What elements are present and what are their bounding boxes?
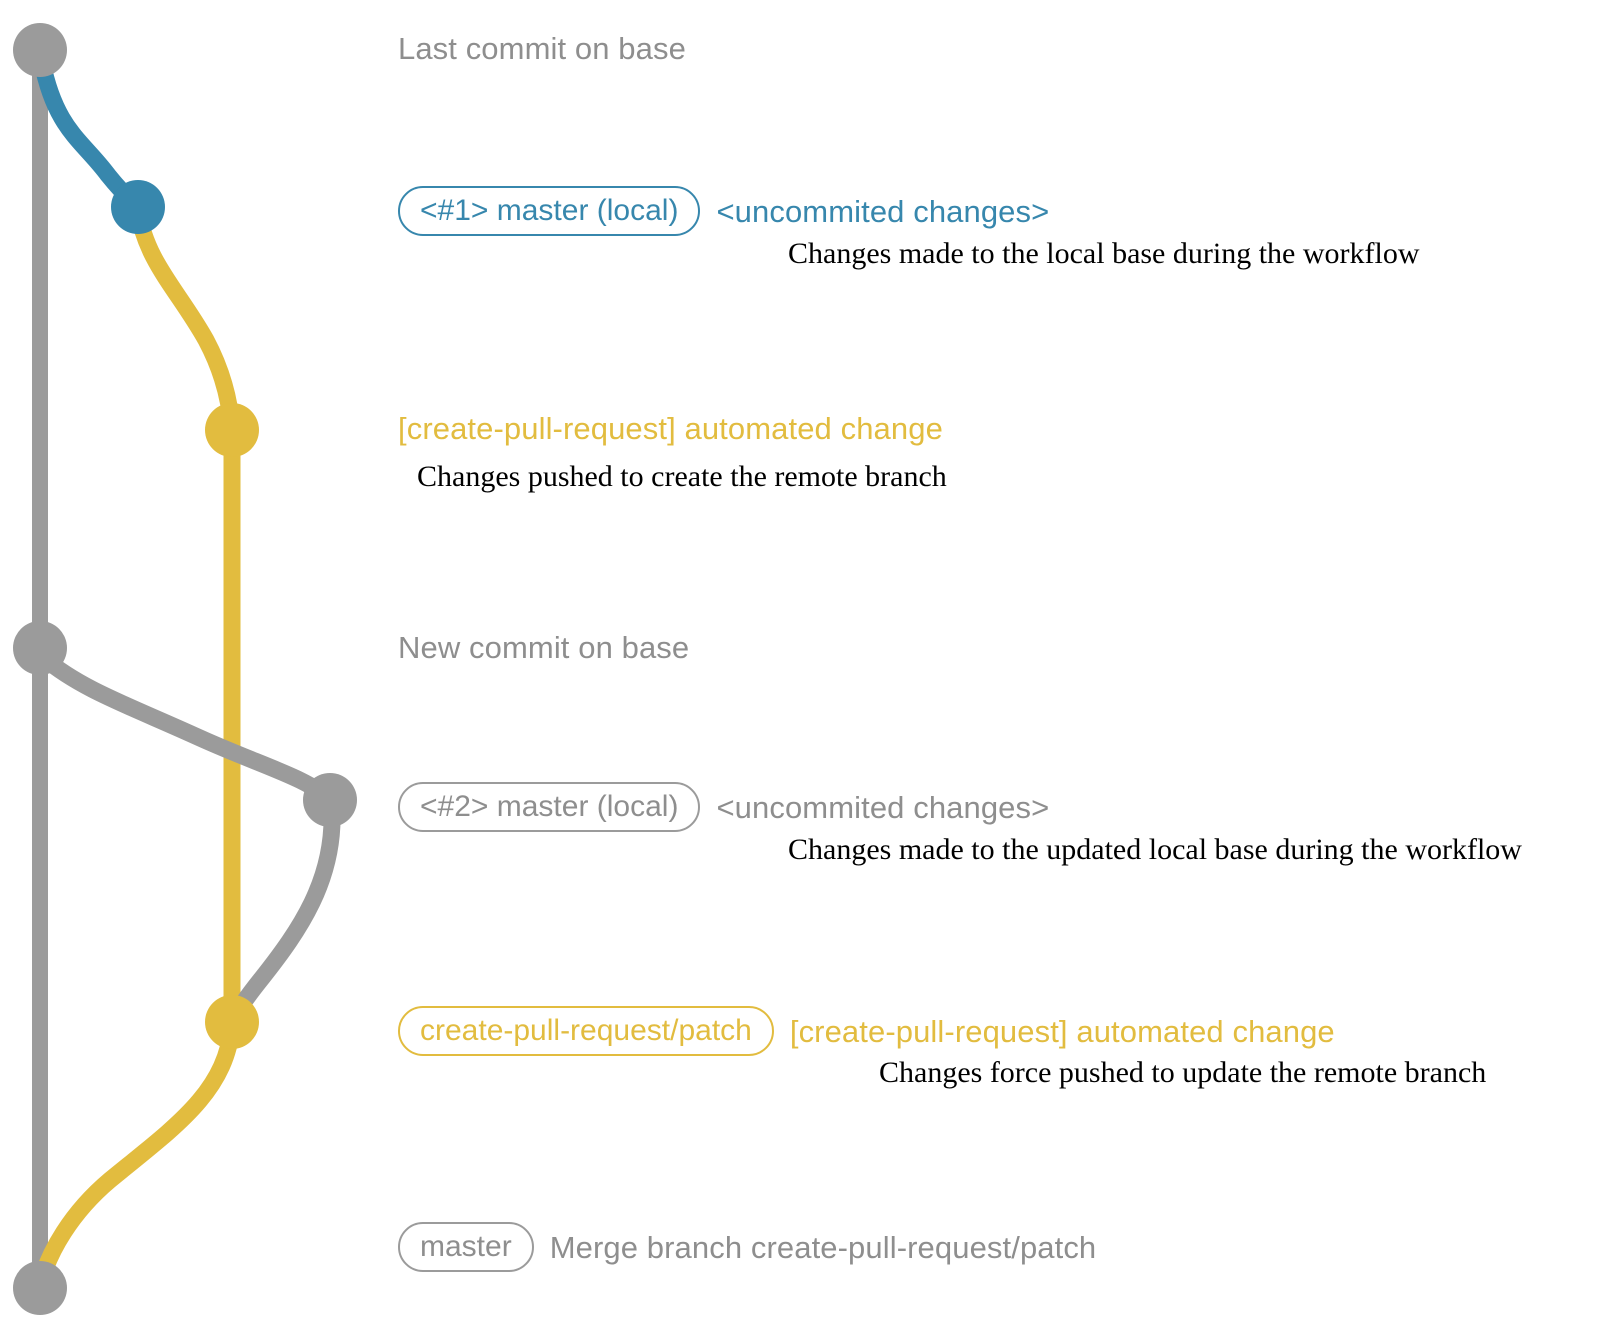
commit-node-patch-1[interactable] bbox=[205, 403, 259, 457]
ref-badge-master[interactable]: master bbox=[398, 1222, 534, 1272]
edge-local-1-to-patch-1 bbox=[129, 201, 241, 439]
commit-message-merge: Merge branch create-pull-request/patch bbox=[549, 1229, 1097, 1265]
commit-node-patch-2[interactable] bbox=[205, 995, 259, 1049]
commit-node-local-1[interactable] bbox=[111, 180, 165, 234]
commit-note-automated-2: Changes force pushed to update the remot… bbox=[879, 1056, 1487, 1089]
commit-note-automated-1: Changes pushed to create the remote bran… bbox=[417, 460, 947, 493]
edge-base-mid-to-local-2 bbox=[35, 649, 339, 809]
commit-message-last-commit: Last commit on base bbox=[398, 31, 686, 66]
commit-row-local-1: <#1> master (local) <uncommited changes> bbox=[398, 186, 1049, 236]
ref-badge-master-local-1[interactable]: <#1> master (local) bbox=[398, 186, 701, 236]
commit-node-base-top[interactable] bbox=[13, 23, 67, 77]
edge-patch-2-to-base-bottom bbox=[31, 1017, 241, 1295]
commit-message-local-1: <uncommited changes> bbox=[716, 193, 1050, 229]
commit-row-local-2: <#2> master (local) <uncommited changes> bbox=[398, 782, 1049, 832]
commit-note-local-2: Changes made to the updated local base d… bbox=[788, 833, 1522, 866]
commit-note-local-1: Changes made to the local base during th… bbox=[788, 237, 1420, 270]
commit-row-merge: master Merge branch create-pull-request/… bbox=[398, 1222, 1096, 1272]
commit-node-local-2[interactable] bbox=[303, 773, 357, 827]
commit-row-automated-1: [create-pull-request] automated change bbox=[398, 413, 943, 444]
commit-message-new-commit: New commit on base bbox=[398, 630, 690, 665]
ref-badge-create-pull-request-patch[interactable]: create-pull-request/patch bbox=[398, 1006, 774, 1056]
commit-row-new-commit: New commit on base bbox=[398, 632, 689, 663]
commit-message-automated-2: [create-pull-request] automated change bbox=[789, 1013, 1335, 1049]
ref-badge-master-local-2[interactable]: <#2> master (local) bbox=[398, 782, 701, 832]
commit-message-local-2: <uncommited changes> bbox=[716, 789, 1050, 825]
commit-row-automated-2: create-pull-request/patch [create-pull-r… bbox=[398, 1006, 1335, 1056]
commit-row-last-commit: Last commit on base bbox=[398, 33, 686, 64]
commit-node-base-bottom[interactable] bbox=[13, 1261, 67, 1315]
commit-node-base-mid[interactable] bbox=[13, 621, 67, 675]
commit-message-automated-1: [create-pull-request] automated change bbox=[398, 411, 943, 446]
